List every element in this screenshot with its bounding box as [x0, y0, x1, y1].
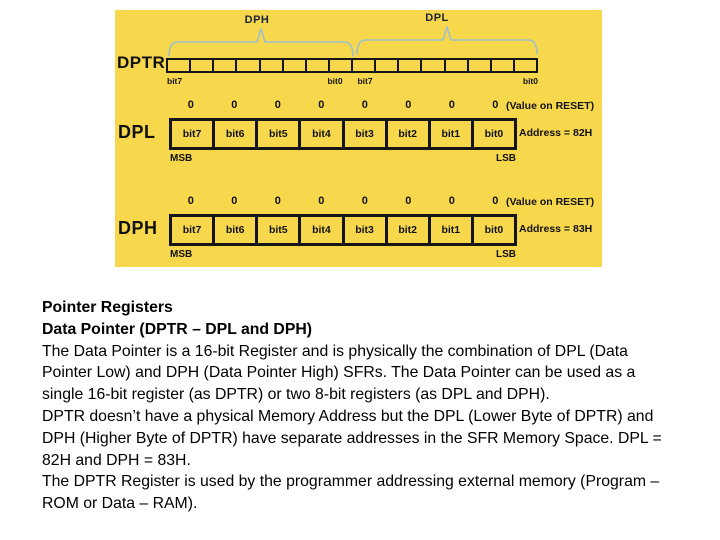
- dptr-bit-cell: [466, 58, 492, 73]
- dptr-bit-cell: [258, 58, 284, 73]
- dptr-bit-row: [166, 58, 538, 73]
- dptr-bit-cell: [397, 58, 423, 73]
- dph-bit-cell: bit1: [427, 214, 474, 246]
- body-line: DPTR doesn’t have a physical Memory Addr…: [42, 407, 654, 425]
- dph-reset-value: 0: [492, 195, 499, 207]
- dpl-label: DPL: [118, 122, 156, 142]
- dph-bit-cell: bit5: [255, 214, 302, 246]
- dpl-reset-value: 0: [231, 99, 238, 111]
- dpl-brace: [356, 26, 538, 55]
- dph-reset-value: 0: [405, 195, 412, 207]
- dph-reset-value: 0: [361, 195, 368, 207]
- dph-bit-cell: bit3: [341, 214, 388, 246]
- heading-pointer-registers: Pointer Registers: [42, 299, 173, 316]
- body-line: ROM or Data – RAM).: [42, 495, 198, 513]
- dpl-bit-cell: bit6: [212, 118, 259, 150]
- dpl-bit-row: bit7 bit6 bit5 bit4 bit3 bit2 bit1 bit0: [169, 118, 517, 150]
- dptr-bit-cell: [374, 58, 400, 73]
- dph-bit-cell: bit4: [298, 214, 345, 246]
- dpl-reset-value: 0: [318, 99, 325, 111]
- dph-reset-value: 0: [274, 195, 281, 207]
- dpl-reset-value: 0: [187, 99, 194, 111]
- dptr-bit7-high-marker: bit7: [167, 76, 183, 86]
- dpl-reset-value: 0: [405, 99, 412, 111]
- dpl-bit-cell: bit1: [427, 118, 474, 150]
- dph-reset-values: 0 0 0 0 0 0 0 0: [169, 195, 517, 207]
- dptr-bit-cell: [189, 58, 215, 73]
- dpl-bit-cell: bit4: [298, 118, 345, 150]
- dph-bit-cell: bit2: [384, 214, 431, 246]
- dph-bit-cell: bit0: [470, 214, 517, 246]
- dpl-bit-cell: bit5: [255, 118, 302, 150]
- dph-bit-row: bit7 bit6 bit5 bit4 bit3 bit2 bit1 bit0: [169, 214, 517, 246]
- dph-msb-label: MSB: [170, 249, 193, 260]
- dph-address: Address = 83H: [519, 223, 593, 235]
- dph-reset-value: 0: [187, 195, 194, 207]
- body-line: DPH (Higher Byte of DPTR) have separate …: [42, 429, 662, 447]
- heading-data-pointer: Data Pointer (DPTR – DPL and DPH): [42, 320, 313, 338]
- dptr-bit-cell: [281, 58, 307, 73]
- dph-label: DPH: [118, 218, 158, 238]
- dpl-lsb-label: LSB: [496, 153, 516, 164]
- dpl-msb-label: MSB: [170, 153, 193, 164]
- dph-lsb-label: LSB: [496, 249, 516, 260]
- dpl-bit-cell: bit3: [341, 118, 388, 150]
- dpl-reset-caption: (Value on RESET): [506, 100, 595, 112]
- dptr-bit-cell: [304, 58, 330, 73]
- dptr-bit-cell: [420, 58, 446, 73]
- dptr-bit-cell: [351, 58, 377, 73]
- dpl-bit-cell: bit0: [470, 118, 517, 150]
- dpl-address: Address = 82H: [519, 127, 593, 139]
- dph-reset-value: 0: [318, 195, 325, 207]
- dptr-bit7-low-marker: bit7: [357, 76, 373, 86]
- dpl-group-label: DPL: [425, 12, 449, 24]
- dptr-label: DPTR: [117, 53, 166, 72]
- dph-reset-caption: (Value on RESET): [506, 196, 595, 208]
- dpl-bit-cell: bit2: [384, 118, 431, 150]
- dptr-bit-cell: [327, 58, 353, 73]
- body-line: Pointer Low) and DPH (Data Pointer High)…: [42, 364, 636, 382]
- register-diagram: DPH DPL DPTR bit7 bit0: [115, 10, 602, 267]
- dptr-bit-cell: [166, 58, 192, 73]
- dpl-reset-value: 0: [448, 99, 455, 111]
- dpl-bit-cell: bit7: [169, 118, 216, 150]
- dph-reset-value: 0: [448, 195, 455, 207]
- dph-bit-cell: bit7: [169, 214, 216, 246]
- dptr-bit-cell: [212, 58, 238, 73]
- dptr-bit0-low-marker: bit0: [522, 76, 538, 86]
- dpl-reset-value: 0: [361, 99, 368, 111]
- body-line: single 16-bit register (as DPTR) or two …: [42, 386, 550, 404]
- dptr-bit-cell: [512, 58, 538, 73]
- dph-group-label: DPH: [244, 14, 270, 26]
- dph-bit-cell: bit6: [212, 214, 259, 246]
- dptr-bit-cell: [443, 58, 469, 73]
- description-text: Pointer Registers Data Pointer (DPTR – D…: [42, 297, 707, 515]
- dph-brace: [168, 28, 354, 57]
- body-line: The Data Pointer is a 16-bit Register an…: [42, 342, 628, 360]
- dpl-reset-values: 0 0 0 0 0 0 0 0: [169, 99, 517, 111]
- body-line: The DPTR Register is used by the program…: [42, 473, 660, 491]
- dptr-bit-cell: [235, 58, 261, 73]
- body-line: 82H and DPH = 83H.: [42, 451, 191, 469]
- dptr-bit0-high-marker: bit0: [327, 76, 343, 86]
- dph-reset-value: 0: [231, 195, 238, 207]
- dpl-reset-value: 0: [492, 99, 499, 111]
- dptr-bit-cell: [489, 58, 515, 73]
- dpl-reset-value: 0: [274, 99, 281, 111]
